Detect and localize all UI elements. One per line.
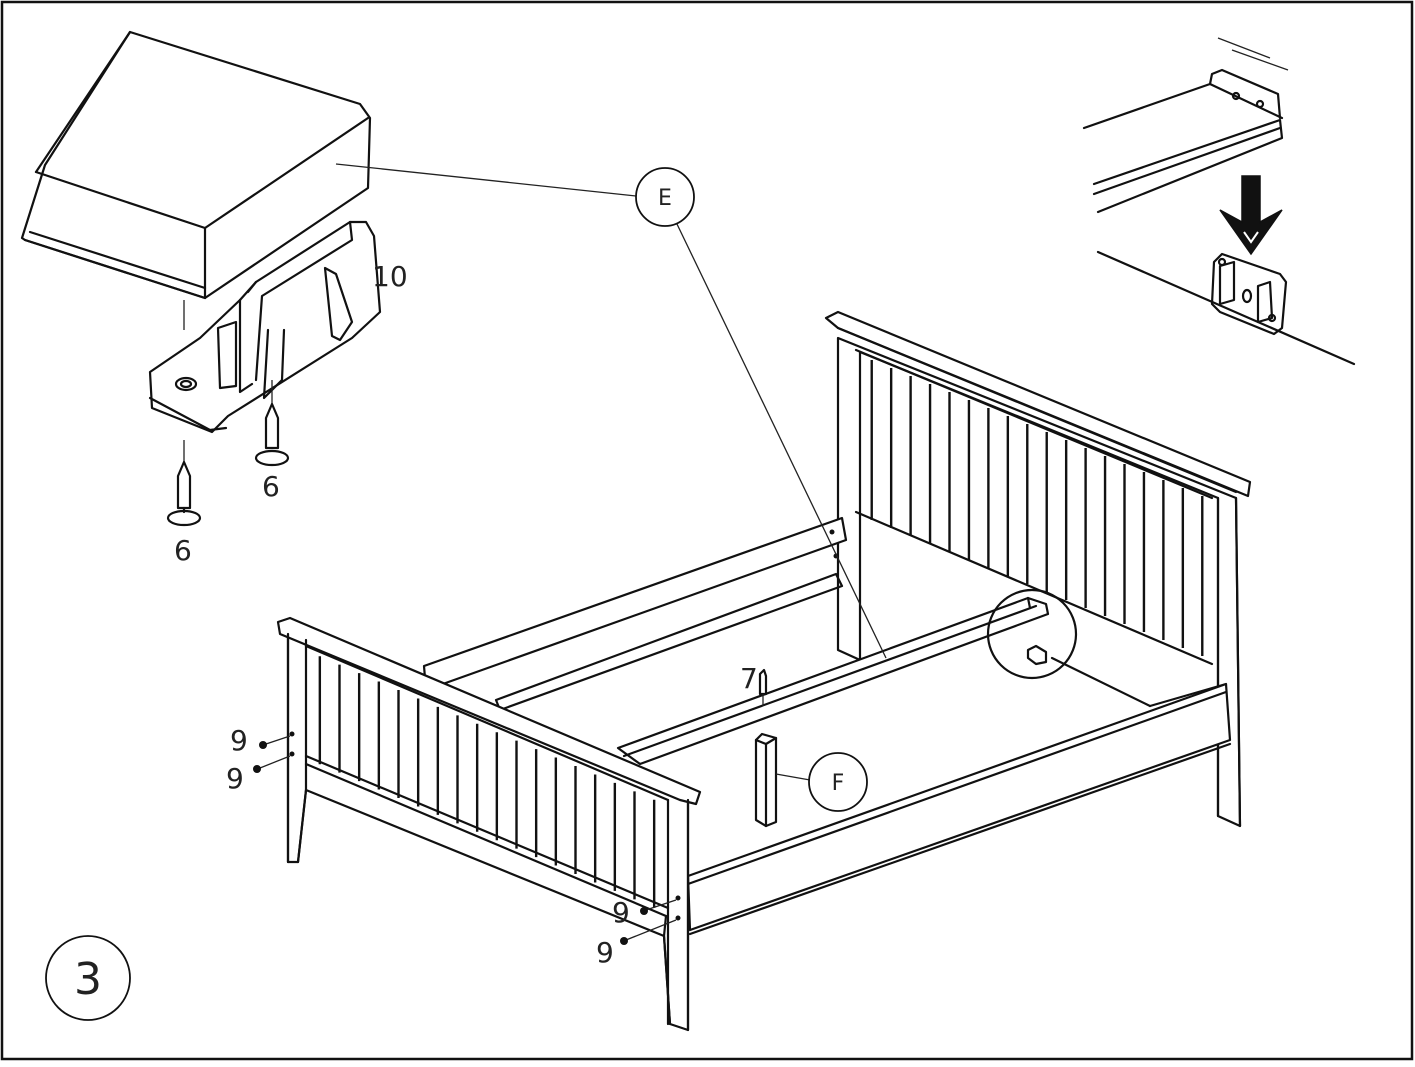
bolt-part-label-b: 9 [226,762,244,795]
callout-f-label: F [832,771,845,796]
step-number-badge: 3 [45,935,131,1021]
center-rail-icon [20,30,372,300]
support-leg [754,732,811,828]
bolt-part-label-c: 9 [612,896,630,929]
screw-icon [166,460,202,527]
bolt-holes [253,731,681,945]
screw-icon [254,402,290,467]
step-number: 3 [74,954,102,1005]
right-side-rail [618,656,1232,936]
bracket-icon [148,220,382,470]
rail-hook-detail-icon [1082,37,1356,366]
screw-part-label-a: 6 [174,534,192,567]
callout-e-label: E [658,186,672,211]
pin-part-label: 7 [740,662,758,695]
callout-e: E [335,163,887,659]
bolt-part-label-d: 9 [596,936,614,969]
left-side-rail [422,516,848,712]
down-arrow-icon [1219,175,1283,256]
headboard [824,310,1252,828]
center-rail [616,596,1050,766]
bracket-part-label: 10 [372,260,408,293]
pin [758,668,768,706]
bed-frame-icon [253,310,1252,1032]
detail-highlight-circle [986,588,1078,680]
footboard [276,616,702,1032]
screw-part-label-b: 6 [262,470,280,503]
callout-f: F [808,752,868,812]
bolt-part-label-a: 9 [230,724,248,757]
